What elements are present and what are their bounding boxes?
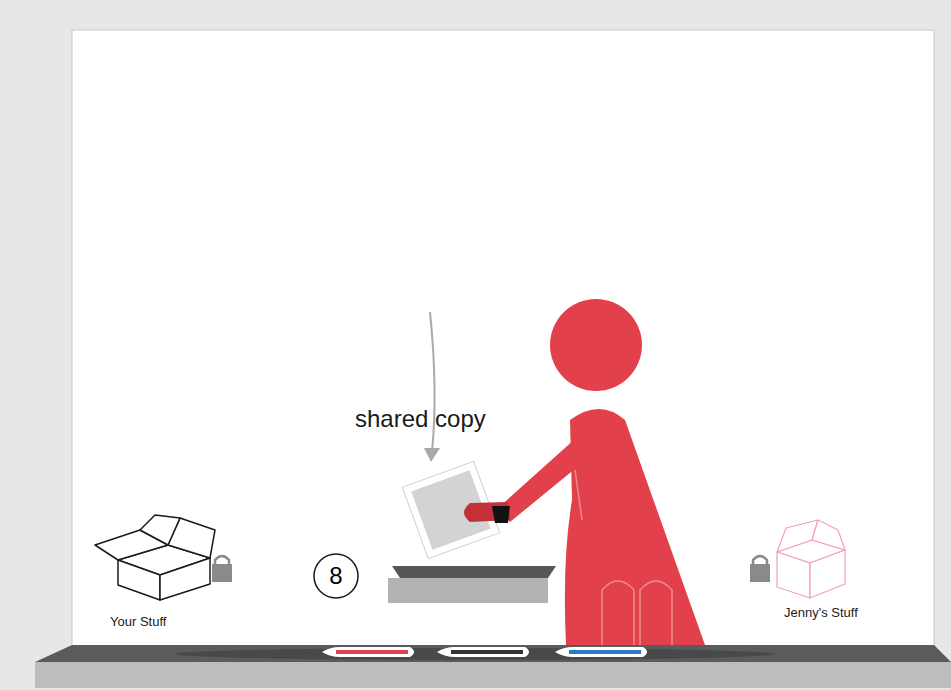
tray-front — [388, 578, 548, 603]
jenny-stuff-box — [777, 520, 845, 598]
hand — [464, 502, 510, 522]
pen-black — [437, 647, 529, 657]
person — [498, 299, 705, 645]
shelf-front — [35, 662, 951, 688]
pen-blue — [555, 647, 647, 657]
pen-red — [322, 647, 414, 657]
tray-rim — [392, 566, 556, 578]
part-label: Your Stuff — [110, 615, 166, 628]
lock-icon — [750, 556, 770, 582]
shelf-shadow — [175, 648, 775, 660]
your-stuff-box — [95, 515, 215, 600]
thumb — [492, 506, 510, 523]
shelf-top — [35, 645, 951, 662]
arrow-head — [424, 448, 440, 462]
person-legs — [575, 470, 672, 645]
part-label: Jenny's Stuff — [784, 606, 858, 619]
callout-number: 8 — [329, 564, 342, 588]
callout-text: shared copy — [355, 407, 486, 431]
callout-circle: 8 — [313, 553, 359, 599]
wall-panel — [72, 30, 934, 650]
leader-arrow — [430, 312, 435, 452]
lock-icon — [212, 556, 232, 582]
